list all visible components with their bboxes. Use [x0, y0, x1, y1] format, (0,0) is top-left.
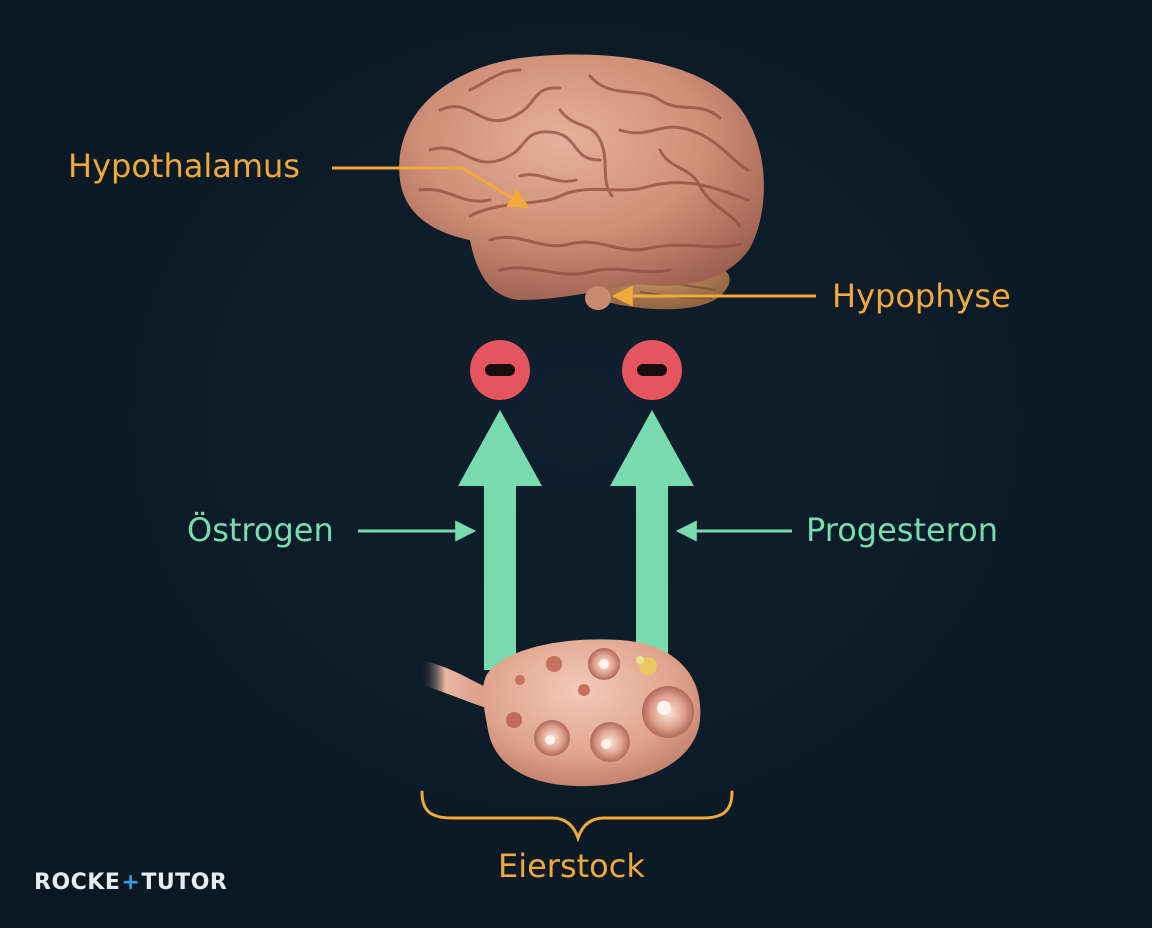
logo-text-part-a: ROCKE: [34, 870, 121, 895]
rocketutor-logo: ROCKE+TUTOR: [34, 870, 227, 895]
inhibition-symbol-oestrogen: [470, 340, 530, 400]
oestrogen-label: Östrogen: [187, 511, 334, 549]
oestrogen-feedback-arrow: [458, 410, 542, 670]
logo-text-part-b: TUTOR: [141, 870, 228, 895]
inhibition-symbol-progesteron: [622, 340, 682, 400]
hypothalamus-arrow: [332, 166, 530, 209]
hypothalamus-label: Hypothalamus: [68, 147, 300, 185]
hypophyse-label: Hypophyse: [832, 277, 1011, 315]
brain-illustration: [399, 54, 764, 310]
progesteron-label: Progesteron: [806, 511, 998, 549]
eierstock-label: Eierstock: [498, 847, 645, 885]
progesteron-feedback-arrow: [610, 410, 694, 670]
ovary-illustration: [420, 639, 701, 787]
eierstock-brace: [420, 790, 734, 843]
logo-plus-icon: +: [121, 870, 141, 895]
